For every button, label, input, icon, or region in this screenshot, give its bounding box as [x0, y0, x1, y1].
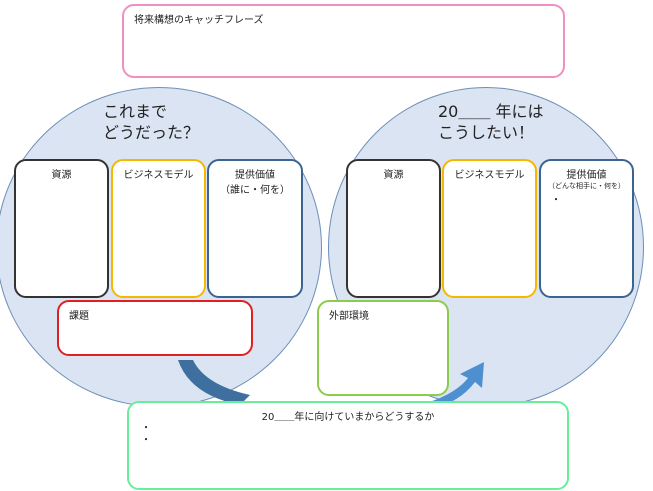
future-heading-line1: 20＿＿ 年には	[438, 102, 544, 121]
past-value-label: 提供価値	[235, 170, 275, 181]
past-heading-line1: これまで	[103, 102, 168, 121]
future-resources-label: 資源	[383, 170, 404, 181]
past-resources-box[interactable]: 資源	[14, 159, 109, 298]
action-box[interactable]: 20＿＿年に向けていまからどうするか ・ ・	[127, 401, 569, 490]
action-label: 20＿＿年に向けていまからどうするか	[261, 412, 435, 423]
past-value-box[interactable]: 提供価値 （誰に・何を）	[207, 159, 303, 298]
future-value-sublabel: （どんな相手に・何を）	[548, 182, 625, 190]
future-value-bullet: ・	[551, 195, 561, 206]
past-resources-label: 資源	[51, 170, 72, 181]
future-business-model-box[interactable]: ビジネスモデル	[442, 159, 537, 298]
curved-arrow-up	[420, 362, 484, 410]
past-business-model-box[interactable]: ビジネスモデル	[111, 159, 206, 298]
past-heading: これまで どうだった？	[103, 101, 199, 143]
action-bullet: ・	[141, 423, 151, 434]
external-environment-label: 外部環境	[329, 311, 369, 322]
future-resources-box[interactable]: 資源	[346, 159, 441, 298]
future-value-box[interactable]: 提供価値 （どんな相手に・何を） ・	[539, 159, 634, 298]
past-business-model-label: ビジネスモデル	[123, 170, 194, 181]
future-value-label: 提供価値	[566, 170, 607, 181]
external-environment-box[interactable]: 外部環境	[317, 300, 449, 396]
catchphrase-box[interactable]: 将来構想のキャッチフレーズ	[122, 4, 565, 78]
past-heading-line2: どうだった？	[103, 123, 200, 142]
past-value-sublabel: （誰に・何を）	[220, 185, 290, 196]
issues-label: 課題	[69, 311, 89, 322]
future-heading-line2: こうしたい！	[438, 123, 535, 142]
future-business-model-label: ビジネスモデル	[454, 170, 525, 181]
issues-box[interactable]: 課題	[57, 300, 253, 356]
future-heading: 20＿＿ 年には こうしたい！	[438, 101, 543, 143]
curved-arrow-down	[178, 360, 250, 405]
catchphrase-label: 将来構想のキャッチフレーズ	[134, 15, 264, 26]
action-bullet: ・	[141, 435, 151, 446]
